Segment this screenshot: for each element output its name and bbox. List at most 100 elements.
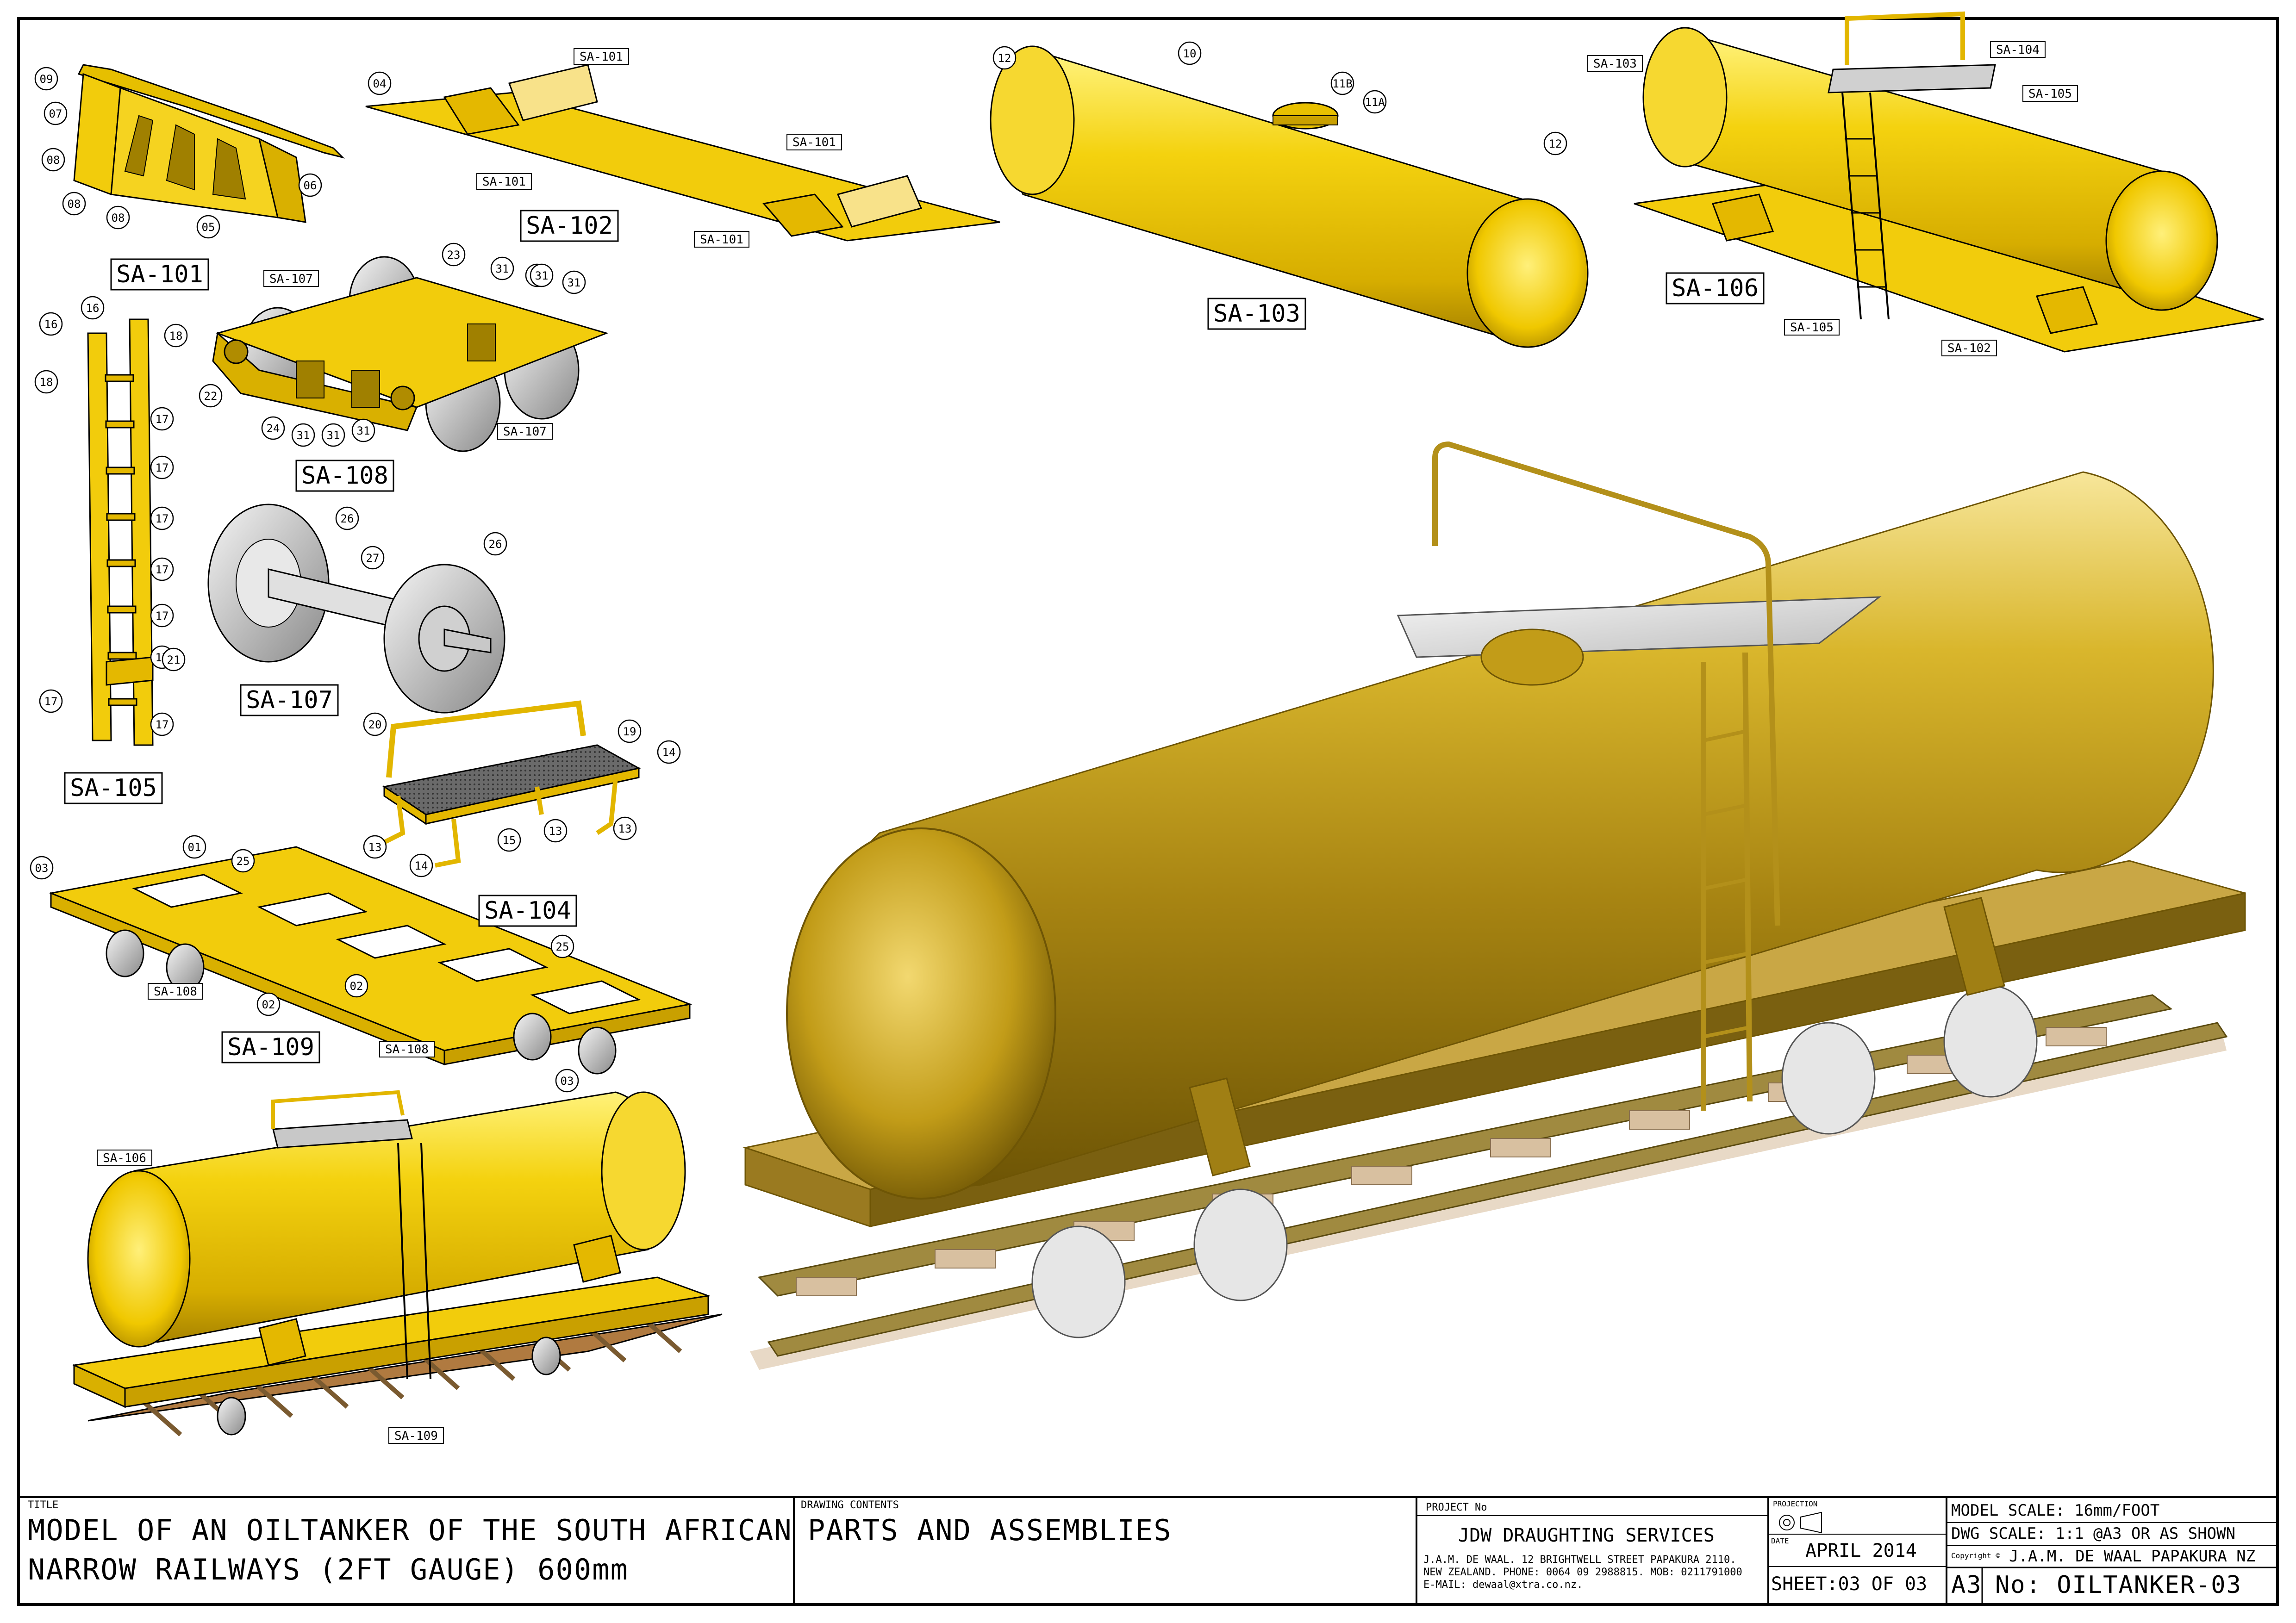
- assembly-label-box: SA-102: [1941, 340, 1997, 356]
- assembly-label: SA-103: [1213, 300, 1300, 328]
- assembly-label: SA-101: [482, 175, 526, 189]
- part-balloon: 26: [483, 532, 507, 556]
- part-balloon: 14: [409, 853, 433, 877]
- balloon-number: 13: [549, 825, 562, 838]
- balloon-number: 27: [366, 552, 380, 565]
- assembly-label-box: SA-103: [1587, 55, 1643, 72]
- balloon-number: 22: [204, 390, 218, 403]
- assembly-label: SA-107: [503, 425, 547, 439]
- contents-caption: DRAWING CONTENTS: [801, 1499, 899, 1511]
- balloon-number: 17: [156, 718, 169, 731]
- balloon-number: 10: [1183, 47, 1197, 60]
- sa104-part: [382, 700, 641, 868]
- balloon-number: 02: [262, 998, 275, 1011]
- balloon-number: 11B: [1332, 77, 1352, 90]
- part-balloon: 23: [442, 243, 466, 267]
- balloon-number: 17: [156, 461, 169, 474]
- address-line1: J.A.M. DE WAAL. 12 BRIGHTWELL STREET PAP…: [1423, 1554, 1736, 1566]
- part-balloon: 21: [162, 647, 186, 672]
- balloon-number: 31: [327, 429, 340, 442]
- part-balloon: 13: [613, 816, 637, 840]
- part-balloon: 01: [182, 835, 206, 859]
- part-balloon: 24: [261, 416, 285, 440]
- balloon-number: 13: [368, 841, 382, 854]
- balloon-number: 07: [49, 107, 62, 120]
- assembly-label: SA-101: [700, 233, 743, 247]
- assembly-label: SA-107: [269, 272, 313, 286]
- outer-border: [17, 17, 2279, 1606]
- part-balloon: 13: [543, 819, 568, 843]
- drawing-contents: PARTS AND ASSEMBLIES: [808, 1513, 1172, 1547]
- part-balloon: 27: [361, 546, 385, 570]
- balloon-number: 17: [156, 512, 169, 525]
- balloon-layer: 0907080805060804161618181717171717172117…: [30, 41, 1567, 1093]
- balloon-number: 17: [156, 413, 169, 426]
- balloon-number: 16: [86, 302, 100, 315]
- drawing-title-line1: MODEL OF AN OILTANKER OF THE SOUTH AFRIC…: [28, 1513, 792, 1547]
- part-balloon: 02: [344, 974, 368, 998]
- assembly-small: [71, 1090, 723, 1436]
- part-balloon: 18: [164, 323, 188, 348]
- assembly-label: SA-109: [394, 1429, 438, 1443]
- part-balloon: 17: [150, 506, 174, 530]
- part-balloon: 03: [30, 856, 54, 880]
- assembly-label: SA-106: [103, 1151, 146, 1165]
- part-balloon: 15: [497, 828, 521, 852]
- assembly-label-box: SA-108: [379, 1041, 435, 1057]
- part-balloon: 31: [351, 418, 375, 442]
- drawing-title-line2: NARROW RAILWAYS (2FT GAUGE) 600mm: [28, 1553, 629, 1586]
- part-balloon: 31: [562, 270, 586, 294]
- balloon-number: 17: [156, 609, 169, 622]
- part-balloon: 18: [34, 370, 58, 394]
- balloon-number: 04: [373, 77, 387, 90]
- assembly-label-layer: SA-101SA-102SA-103SA-106SA-105SA-108SA-1…: [64, 41, 2078, 1444]
- part-balloon: 08: [106, 205, 130, 230]
- balloon-number: 26: [489, 538, 502, 551]
- assembly-label: SA-104: [484, 897, 571, 925]
- part-balloon: 17: [150, 712, 174, 736]
- part-balloon: 17: [150, 557, 174, 581]
- part-balloon: 09: [34, 67, 58, 91]
- assembly-label-box: SA-104: [1990, 41, 2046, 58]
- assembly-label: SA-108: [154, 985, 197, 999]
- balloon-number: 20: [368, 718, 382, 731]
- assembly-label-box: SA-101: [694, 231, 749, 248]
- sa107-part: [207, 504, 505, 714]
- assembly-label: SA-105: [1790, 321, 1834, 335]
- balloon-number: 12: [998, 52, 1011, 65]
- part-balloon: 08: [62, 192, 86, 216]
- part-balloon: 25: [550, 934, 574, 958]
- assembly-label-box: SA-101: [574, 48, 629, 65]
- assembly-label-box: SA-107: [497, 423, 553, 440]
- part-balloon: 20: [363, 712, 387, 736]
- balloon-number: 03: [561, 1075, 574, 1088]
- balloon-number: 31: [357, 424, 370, 437]
- assembly-label: SA-101: [580, 50, 623, 64]
- assembly-label: SA-102: [1947, 342, 1991, 355]
- assembly-label-box: SA-105: [64, 772, 163, 804]
- balloon-number: 31: [535, 269, 549, 282]
- part-balloon: 08: [41, 148, 65, 172]
- part-balloon: 16: [39, 312, 63, 336]
- balloon-number: 08: [68, 198, 81, 211]
- balloon-number: 24: [267, 422, 280, 435]
- assembly-label-box: SA-108: [148, 983, 203, 1000]
- part-balloon: 19: [618, 719, 642, 743]
- part-balloon: 14: [657, 740, 681, 764]
- sa102-part: [365, 64, 1000, 242]
- sa108-part: [212, 256, 609, 452]
- part-balloon: 25: [231, 849, 255, 873]
- assembly-label: SA-106: [1672, 274, 1759, 302]
- balloon-number: 26: [341, 512, 354, 525]
- balloon-number: 11A: [1365, 96, 1385, 109]
- part-balloon: 22: [199, 384, 223, 408]
- sheet-number: SHEET:03 OF 03: [1771, 1573, 1928, 1595]
- assembly-label-box: SA-107: [240, 684, 339, 716]
- balloon-number: 17: [156, 563, 169, 576]
- balloon-number: 01: [188, 841, 201, 854]
- part-balloon: 10: [1178, 41, 1202, 65]
- balloon-number: 23: [447, 249, 461, 261]
- assembly-label: SA-104: [1996, 43, 2040, 57]
- drawing-number: No: OILTANKER-03: [1995, 1571, 2242, 1599]
- assembly-label-box: SA-103: [1207, 298, 1306, 330]
